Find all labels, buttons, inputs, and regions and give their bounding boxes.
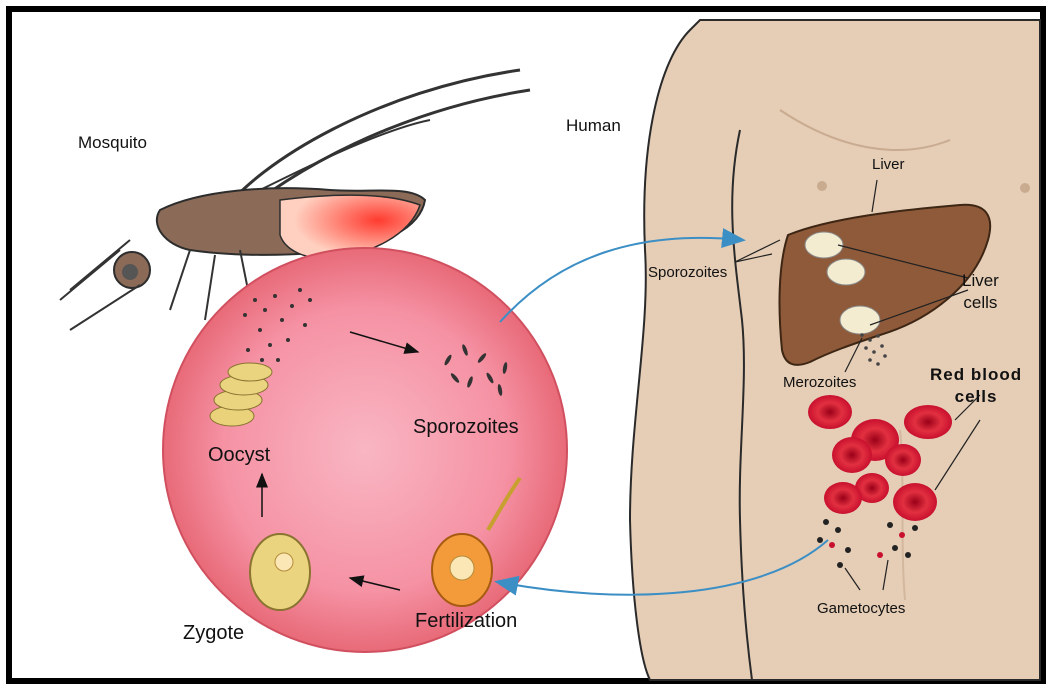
- liver-cell-2: [827, 259, 865, 285]
- liver-cell-3: [840, 306, 880, 334]
- label-zygote: Zygote: [183, 622, 244, 645]
- label-oocyst: Oocyst: [208, 444, 270, 467]
- label-sporozoites-liver: Sporozoites: [648, 264, 727, 281]
- label-merozoites: Merozoites: [783, 374, 856, 391]
- nipple-right: [1020, 183, 1030, 193]
- label-red-blood-cells: Red blood cells: [930, 364, 1022, 408]
- label-fertilization: Fertilization: [415, 610, 517, 633]
- label-sporozoites-cycle: Sporozoites: [413, 416, 519, 439]
- label-human: Human: [566, 116, 621, 136]
- label-mosquito: Mosquito: [78, 133, 147, 153]
- label-liver-cells: Liver cells: [962, 270, 999, 314]
- liver-cell-1: [805, 232, 843, 258]
- label-liver: Liver: [872, 156, 905, 173]
- nipple-left: [817, 181, 827, 191]
- label-gametocytes: Gametocytes: [817, 600, 905, 617]
- zygote-cell: [250, 534, 310, 610]
